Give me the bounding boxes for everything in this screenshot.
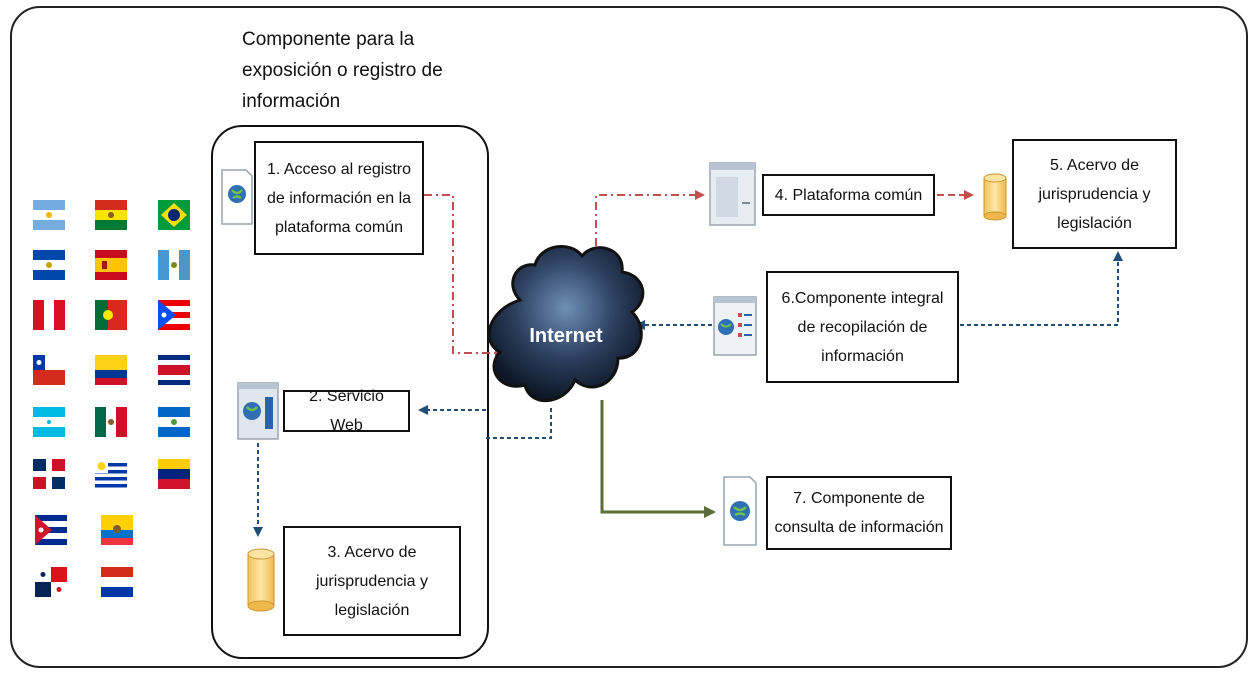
- guatemala-flag: [158, 250, 190, 280]
- node-4-common-platform: 4. Plataforma común: [762, 174, 935, 216]
- group-title: Componente para la exposición o registro…: [242, 29, 443, 112]
- internet-label: Internet: [529, 325, 603, 347]
- arrow-internet-to-4: [595, 190, 705, 246]
- database-icon: [983, 173, 1007, 221]
- node-1-access-registry: 1. Acceso al registro de información en …: [254, 141, 424, 255]
- diagram-frame: [10, 6, 1248, 668]
- paraguay-flag: [101, 567, 133, 597]
- node-5-repository: 5. Acervo de jurisprudencia y legislació…: [1012, 139, 1177, 249]
- brazil-flag: [158, 200, 190, 230]
- database-icon: [247, 548, 275, 612]
- flags-grid: [33, 200, 190, 597]
- cuba-flag: [35, 515, 67, 545]
- uruguay-flag: [95, 459, 127, 489]
- platform-window-icon: [709, 162, 756, 226]
- puerto-rico-flag: [158, 300, 190, 330]
- spain-flag: [95, 250, 127, 280]
- arrow-2-internet-link: [486, 405, 552, 439]
- web-service-icon: [237, 382, 279, 440]
- panama-flag: [35, 567, 67, 597]
- integration-list-icon: [713, 296, 757, 356]
- web-document-icon: [723, 476, 757, 546]
- web-document-icon: [221, 169, 253, 225]
- ecuador-flag: [101, 515, 133, 545]
- component-group-box: [211, 125, 489, 659]
- dominican-republic-flag: [33, 459, 65, 489]
- chile-flag: [33, 355, 65, 385]
- el-salvador-flag: [33, 250, 65, 280]
- costa-rica-flag: [158, 355, 190, 385]
- node-6-integral-component: 6.Componente integral de recopilación de…: [766, 271, 959, 383]
- node-2-web-service: 2. Servicio Web: [283, 388, 410, 434]
- node-3-repository: 3. Acervo de jurisprudencia y legislació…: [283, 526, 461, 636]
- venezuela-flag: [158, 459, 190, 489]
- internet-cloud: Internet: [487, 245, 645, 402]
- honduras-flag: [33, 407, 65, 437]
- argentina-flag: [33, 200, 65, 230]
- colombia-flag: [95, 355, 127, 385]
- arrow-6-to-5: [960, 251, 1123, 326]
- nicaragua-flag: [158, 407, 190, 437]
- mexico-flag: [95, 407, 127, 437]
- portugal-flag: [95, 300, 127, 330]
- bolivia-flag: [95, 200, 127, 230]
- arrow-internet-to-7: [600, 400, 716, 518]
- peru-flag: [33, 300, 65, 330]
- node-7-consultation-component: 7. Componente de consulta de información: [766, 476, 952, 550]
- arrow-1-to-internet: [424, 194, 505, 358]
